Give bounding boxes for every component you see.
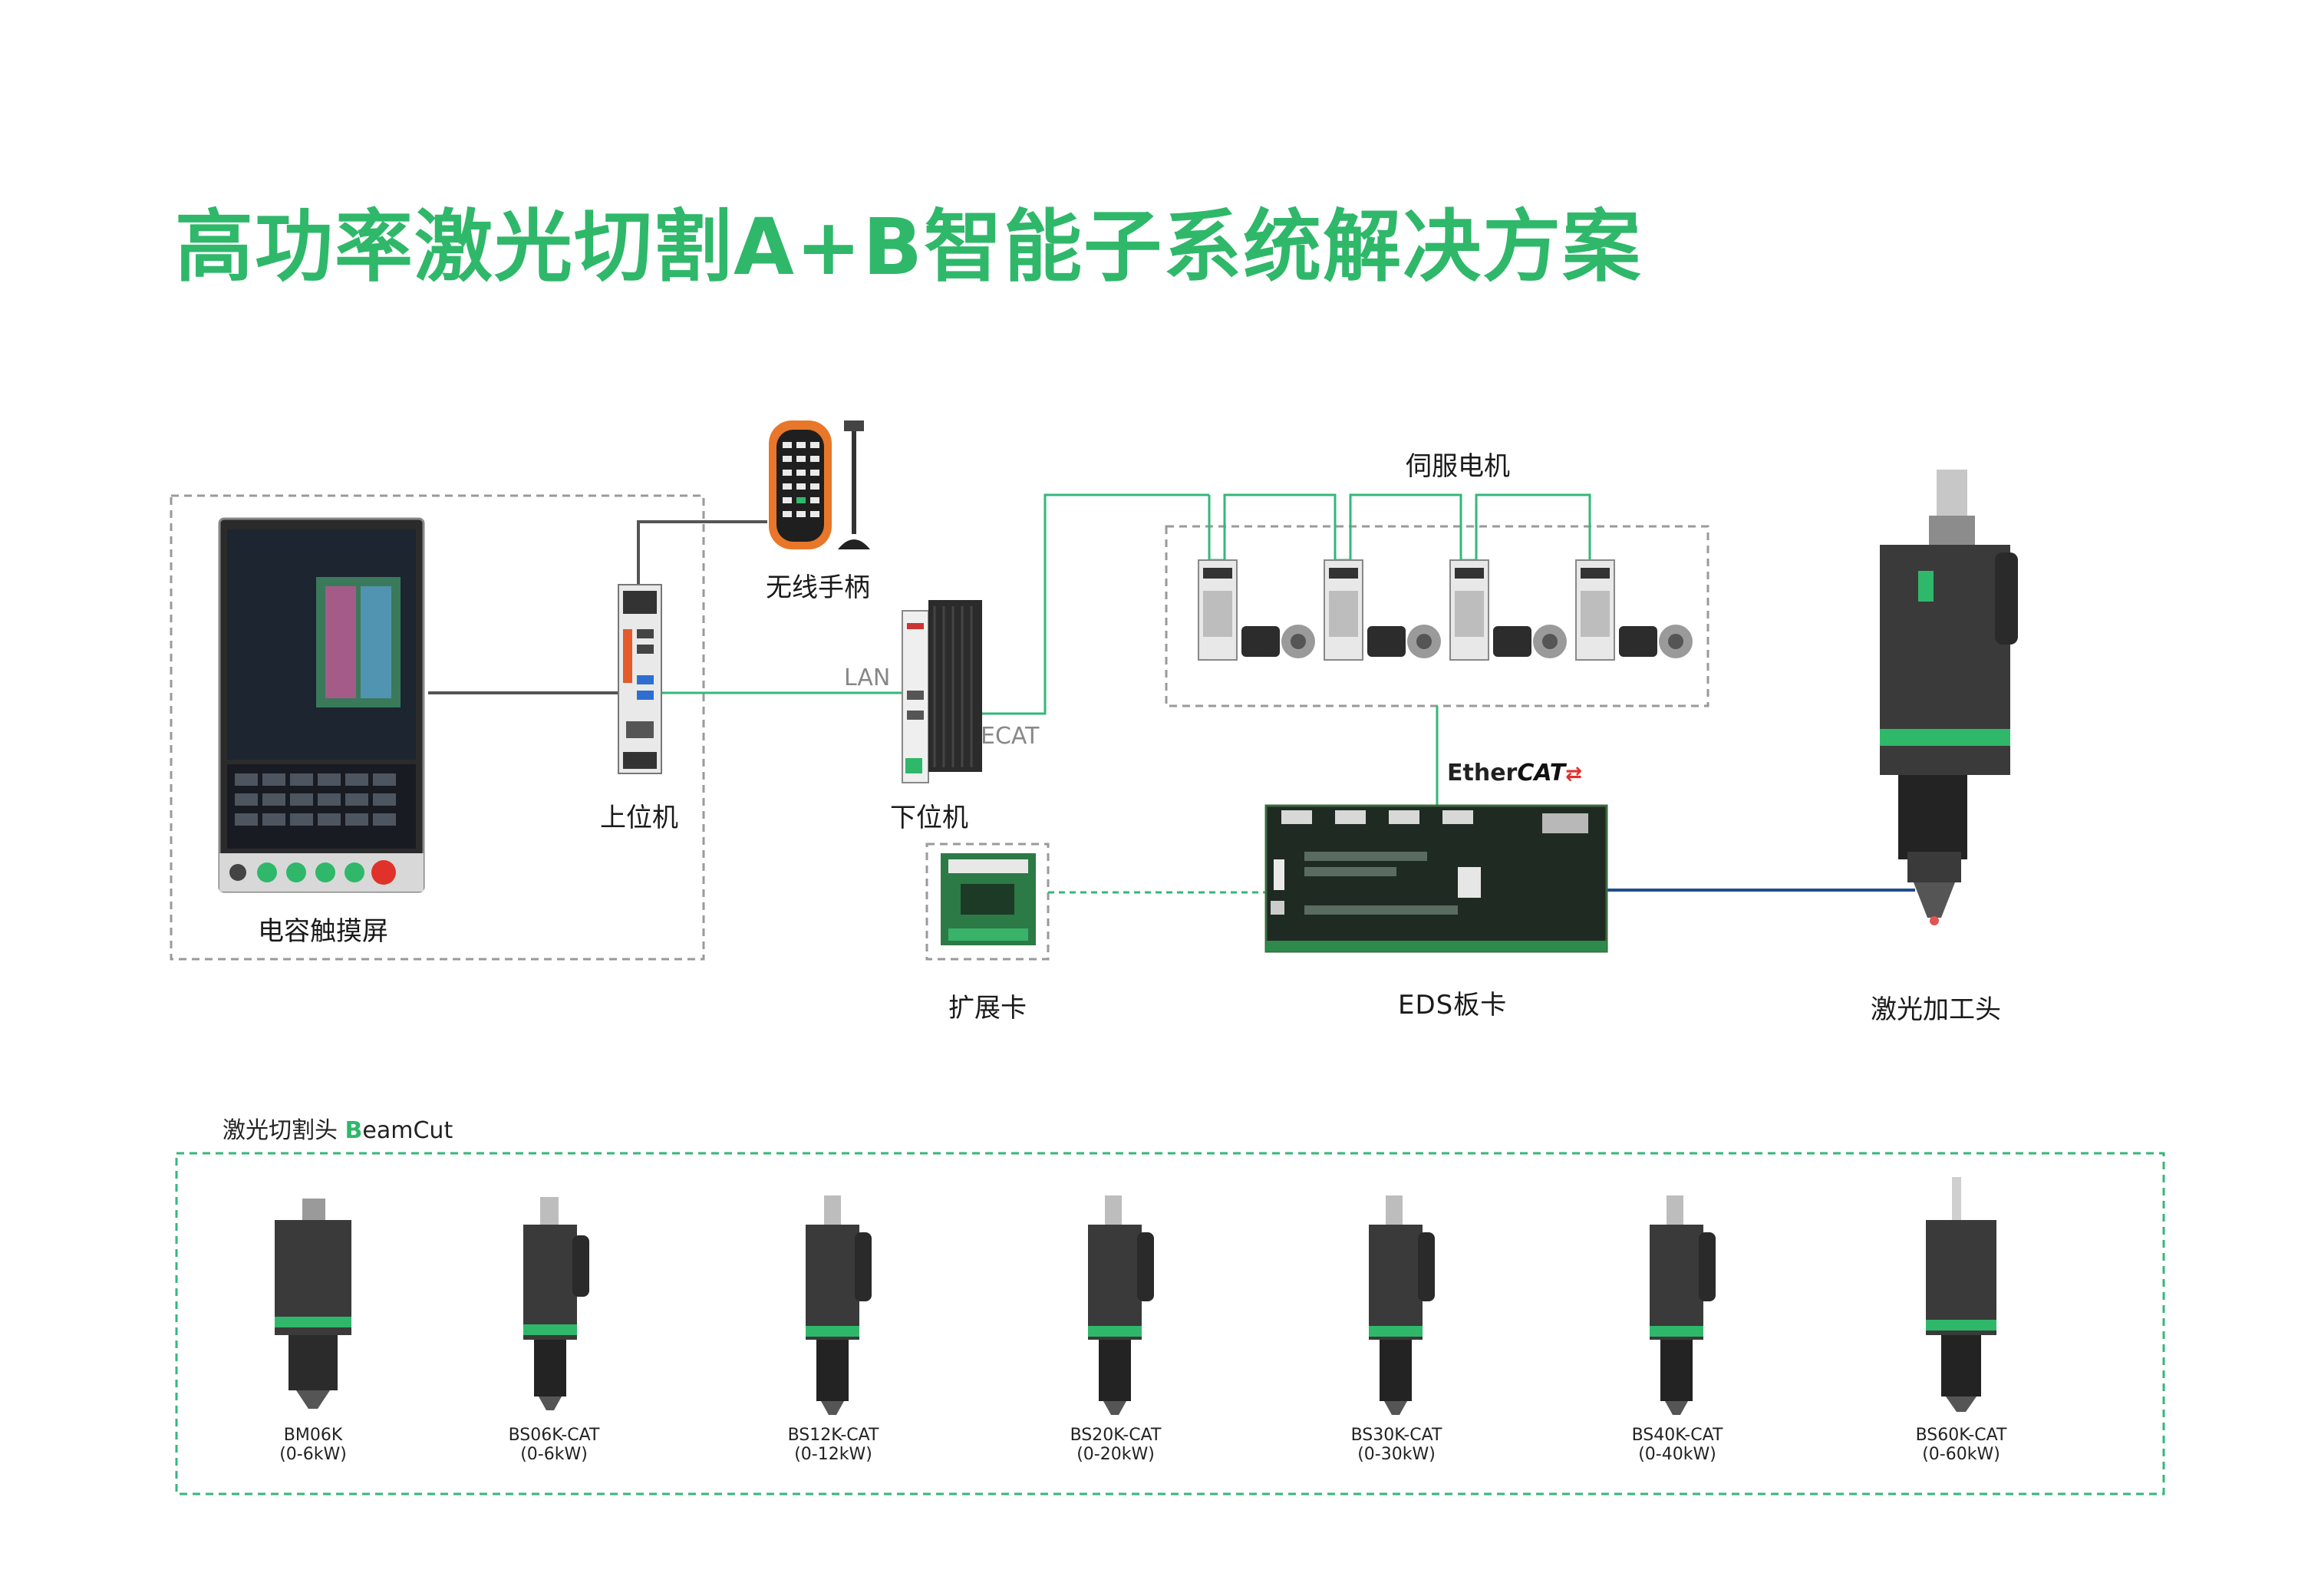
product-label: BS60K-CAT (0-60kW) bbox=[1907, 1426, 2015, 1465]
product-label: BS12K-CAT (0-12kW) bbox=[780, 1426, 887, 1465]
touchscreen-label: 电容触摸屏 bbox=[258, 916, 388, 947]
eds-board-device bbox=[1264, 804, 1608, 953]
pendant-link bbox=[637, 520, 767, 585]
product-label: BM06K (0-6kW) bbox=[267, 1426, 359, 1465]
lineup-title-rest: eamCut bbox=[362, 1117, 453, 1144]
pendant-label: 无线手柄 bbox=[766, 572, 870, 603]
ethercat-logo: EtherCAT⇄ bbox=[1447, 760, 1582, 786]
eds-board-label: EDS板卡 bbox=[1398, 990, 1508, 1021]
touchscreen-device bbox=[218, 517, 425, 893]
host-pc-label: 上位机 bbox=[600, 803, 678, 833]
pendant-device bbox=[769, 420, 870, 549]
lineup-title: 激光切割头 BeamCut bbox=[223, 1111, 453, 1145]
product-label: BS20K-CAT (0-20kW) bbox=[1062, 1426, 1169, 1465]
product-power: (0-6kW) bbox=[279, 1445, 347, 1465]
ethercat-arrow-icon: ⇄ bbox=[1565, 763, 1582, 786]
servo-label: 伺服电机 bbox=[1406, 451, 1510, 482]
lineup-title-prefix: 激光切割头 bbox=[223, 1117, 345, 1144]
lineup-box bbox=[175, 1152, 2165, 1495]
servo-bus bbox=[1208, 493, 1591, 562]
product-power: (0-40kW) bbox=[1638, 1445, 1716, 1465]
lineup-heads bbox=[275, 1177, 1996, 1415]
ecat-label: ECAT bbox=[981, 723, 1040, 750]
product-model: BS40K-CAT bbox=[1631, 1426, 1723, 1445]
lower-pc-device bbox=[902, 600, 982, 783]
product-model: BM06K bbox=[283, 1426, 343, 1445]
ethercat-logo-ether: Ether bbox=[1447, 760, 1518, 786]
product-power: (0-20kW) bbox=[1076, 1445, 1155, 1465]
product-model: BS60K-CAT bbox=[1915, 1426, 2007, 1445]
ethercat-logo-cat: CAT bbox=[1517, 760, 1566, 786]
servo-units bbox=[1198, 559, 1693, 661]
product-model: BS12K-CAT bbox=[787, 1426, 879, 1445]
product-power: (0-60kW) bbox=[1922, 1445, 2000, 1465]
host-pc-device bbox=[618, 584, 662, 774]
product-model: BS20K-CAT bbox=[1070, 1426, 1162, 1445]
product-model: BS06K-CAT bbox=[508, 1426, 600, 1445]
page-title: 高功率激光切割A+B智能子系统解决方案 bbox=[175, 202, 1643, 293]
laser-head-label: 激光加工头 bbox=[1871, 994, 2001, 1025]
product-model: BS30K-CAT bbox=[1350, 1426, 1442, 1445]
expansion-card-label: 扩展卡 bbox=[948, 993, 1027, 1024]
lineup-title-accent: B bbox=[345, 1117, 363, 1144]
host-group-box bbox=[170, 494, 705, 961]
product-label: BS30K-CAT (0-30kW) bbox=[1343, 1426, 1450, 1465]
product-power: (0-30kW) bbox=[1357, 1445, 1436, 1465]
laser-head-device bbox=[1880, 470, 2018, 925]
product-label: BS40K-CAT (0-40kW) bbox=[1624, 1426, 1731, 1465]
product-power: (0-12kW) bbox=[794, 1445, 872, 1465]
expansion-card-device bbox=[941, 853, 1036, 945]
lower-pc-label: 下位机 bbox=[890, 803, 968, 833]
product-label: BS06K-CAT (0-6kW) bbox=[500, 1426, 608, 1465]
servo-group-box bbox=[1165, 525, 1709, 707]
product-power: (0-6kW) bbox=[520, 1445, 588, 1465]
lan-label: LAN bbox=[844, 664, 891, 691]
ecat-link bbox=[936, 493, 1209, 715]
